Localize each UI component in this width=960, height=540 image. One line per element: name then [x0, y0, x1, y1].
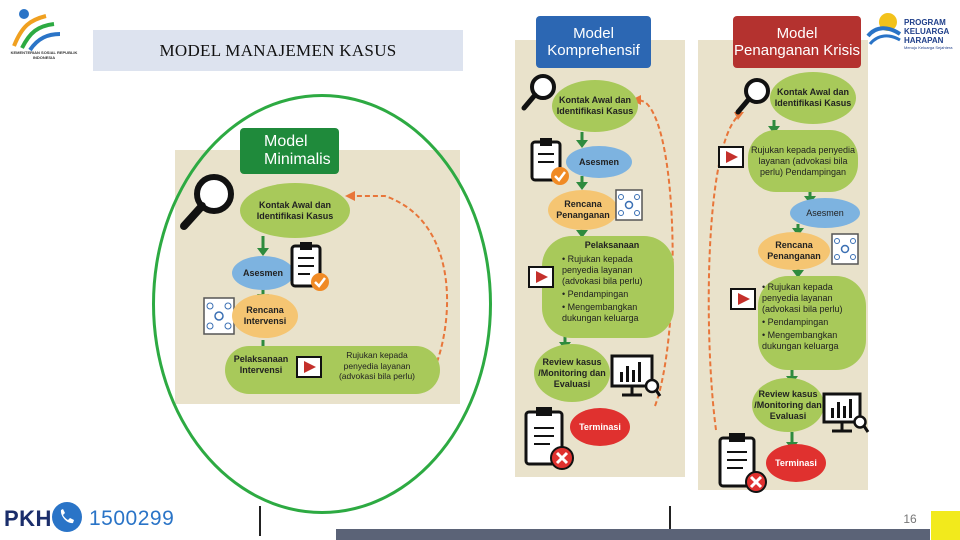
phone-icon — [52, 502, 82, 532]
crisis-model-title: Model Penanganan Krisis — [733, 16, 861, 68]
comprehensive-step-contact: Kontak Awal dan Identifikasi Kasus — [552, 80, 638, 132]
crisis-step-assessment: Asesmen — [790, 198, 860, 228]
crisis-item-referral: Rujukan kepada penyedia layanan (advokas… — [762, 282, 843, 314]
comprehensive-magnifier-icon — [520, 72, 560, 112]
footer-accent-square — [931, 511, 960, 540]
slide-title-box: MODEL MANAJEMEN KASUS — [93, 30, 463, 71]
list-item: • Rujukan kepada penyedia layanan (advok… — [562, 254, 643, 286]
crisis-step-contact: Kontak Awal dan Identifikasi Kasus — [770, 72, 856, 124]
comprehensive-play-icon — [528, 266, 554, 288]
crisis-monitor-chart-icon — [822, 392, 870, 436]
comprehensive-title-line2: Komprehensif — [547, 42, 640, 59]
comprehensive-step-implementation — [542, 236, 674, 338]
list-item: • Pendampingan — [762, 317, 829, 327]
crisis-step-implementation — [758, 276, 866, 370]
pkh-program-logo: PROGRAM KELUARGA HARAPAN Menuju Keluarga… — [866, 8, 956, 62]
crisis-item-family: Mengembangkan dukungan keluarga — [762, 330, 839, 351]
footer-divider-left — [259, 506, 261, 536]
comprehensive-item-assistance: Pendampingan — [567, 289, 629, 299]
list-item: • Rujukan kepada penyedia layanan (advok… — [762, 282, 843, 314]
monitor-chart-icon — [610, 354, 662, 400]
comprehensive-mindmap-icon — [614, 188, 644, 222]
comprehensive-model-title: Model Komprehensif — [536, 16, 651, 68]
comprehensive-title-line1: Model — [573, 25, 614, 42]
list-item: • Mengembangkan dukungan keluarga — [562, 302, 639, 323]
crisis-step-termination: Terminasi — [766, 444, 826, 482]
crisis-mindmap-icon — [830, 232, 860, 266]
comprehensive-item-referral: Rujukan kepada penyedia layanan (advokas… — [562, 254, 643, 286]
slide-title: MODEL MANAJEMEN KASUS — [159, 40, 397, 60]
footer-divider-right — [669, 506, 671, 536]
crisis-step-review: Review kasus /Monitoring dan Evaluasi — [752, 378, 824, 432]
crisis-play-icon-top — [718, 146, 744, 168]
pkh-logo-subtitle: Menuju Keluarga Sejahtera — [904, 45, 953, 50]
comprehensive-step-plan: Rencana Penanganan — [548, 190, 618, 230]
kemensos-logo — [8, 6, 78, 62]
footer-bar — [336, 529, 930, 540]
comprehensive-implementation-list: • Rujukan kepada penyedia layanan (advok… — [562, 254, 670, 324]
hotline-number: 1500299 — [89, 507, 175, 530]
crisis-title-line2: Penanganan Krisis — [734, 42, 860, 59]
comprehensive-step-review: Review kasus /Monitoring dan Evaluasi — [534, 344, 610, 402]
kemensos-logo-text: KEMENTERIAN SOSIAL REPUBLIK INDONESIA — [10, 50, 78, 60]
crisis-step-plan: Rencana Penanganan — [758, 232, 830, 270]
comprehensive-step-termination: Terminasi — [570, 408, 630, 446]
list-item: • Pendampingan — [562, 289, 629, 299]
crisis-play-icon — [730, 288, 756, 310]
page-number: 16 — [903, 512, 917, 526]
crisis-title-line1: Model — [776, 25, 818, 42]
pkh-logo-line3: HARAPAN — [904, 36, 944, 45]
comprehensive-clipboard-icon — [528, 136, 570, 188]
pkh-brand: PKH — [4, 506, 52, 531]
crisis-clipboard-cancel-icon — [716, 430, 772, 494]
comprehensive-step-assessment: Asesmen — [566, 146, 632, 178]
list-item: • Mengembangkan dukungan keluarga — [762, 330, 839, 351]
pkh-logo-line1: PROGRAM — [904, 18, 946, 27]
crisis-implementation-list: • Rujukan kepada penyedia layanan (advok… — [762, 282, 864, 352]
crisis-magnifier-icon — [734, 76, 774, 116]
comprehensive-item-family: Mengembangkan dukungan keluarga — [562, 302, 639, 323]
highlight-ellipse — [152, 94, 492, 514]
pkh-logo-line2: KELUARGA — [904, 27, 950, 36]
crisis-item-assistance: Pendampingan — [767, 317, 829, 327]
crisis-step-referral: Rujukan kepada penyedia layanan (advokas… — [748, 130, 858, 192]
clipboard-cancel-icon — [522, 404, 578, 472]
comprehensive-implementation-title: Pelaksanaan — [584, 240, 640, 250]
